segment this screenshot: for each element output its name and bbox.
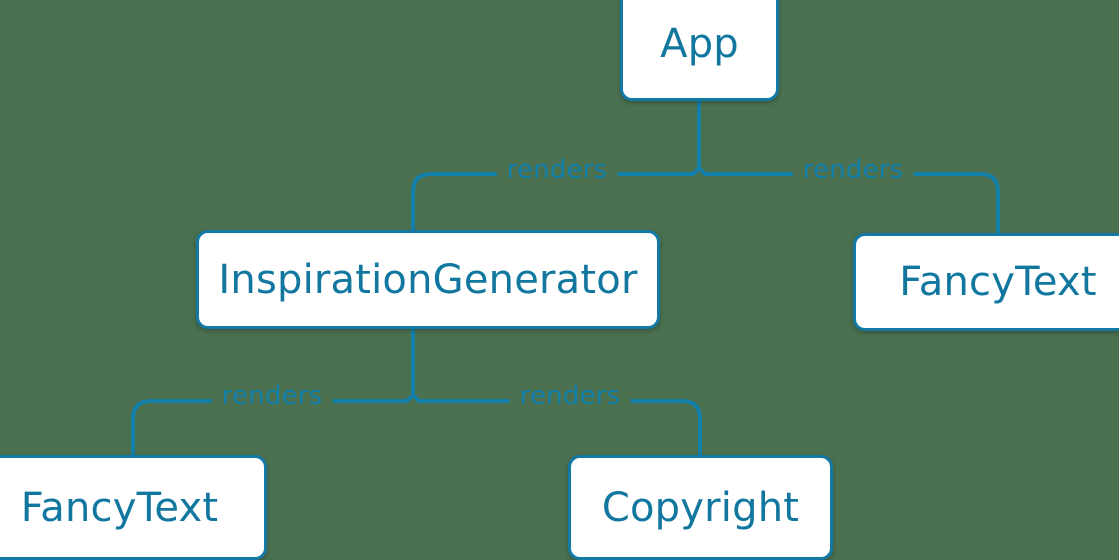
node-inspiration-generator-label: InspirationGenerator [218, 256, 638, 303]
node-app[interactable]: App [620, 0, 779, 101]
node-copyright-label: Copyright [601, 484, 800, 531]
node-copyright[interactable]: Copyright [568, 455, 833, 560]
edge-label-inspiration-to-copyright: renders [509, 383, 631, 409]
edge-label-app-to-inspiration: renders [496, 157, 618, 183]
node-fancytext-right[interactable]: FancyText [853, 233, 1119, 331]
node-fancytext-right-label: FancyText [899, 259, 1097, 305]
node-app-label: App [660, 20, 739, 67]
edge-label-app-to-fancytext: renders [792, 157, 914, 183]
edge-label-inspiration-to-fancytext: renders [211, 383, 333, 409]
node-fancytext-left[interactable]: FancyText [0, 455, 267, 560]
node-inspiration-generator[interactable]: InspirationGenerator [196, 230, 660, 329]
edge-inspiration-to-copyright [411, 393, 702, 457]
edge-app-to-fancytext [697, 166, 1000, 235]
node-fancytext-left-label: FancyText [20, 484, 219, 531]
